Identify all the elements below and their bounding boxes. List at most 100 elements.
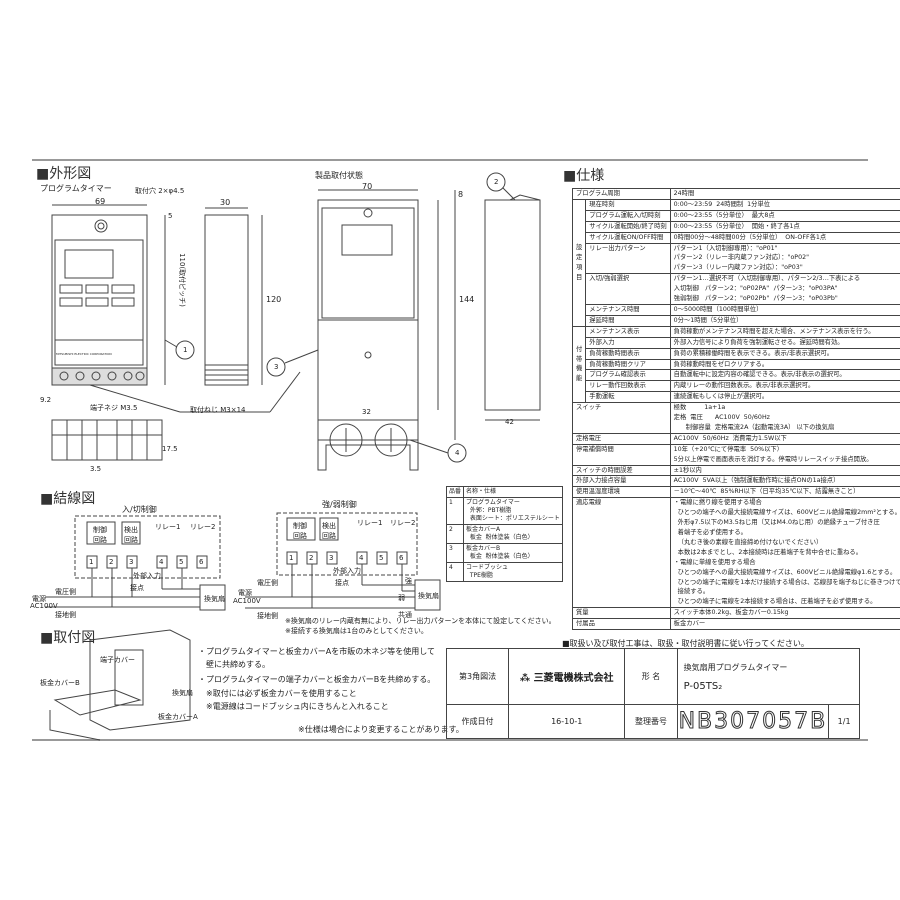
spec-value: 0:00～23:59 24時間制 1分単位: [669, 198, 900, 211]
control-circuit-label-2: 制御 回路: [293, 522, 307, 540]
spec-value: AC100V 50/60Hz 消費電力1.5W以下: [669, 432, 900, 445]
spec-label: プログラム確認表示: [585, 369, 671, 382]
mounting-heading: ■取付図: [40, 630, 96, 646]
installed-bottom-view: [317, 419, 419, 471]
spec-value: 10年（+20℃にて停電率 50%以下） 5分以上停電で画面表示を消灯する。停電…: [669, 443, 900, 466]
dim-pitch-110: 110(取付ピッチ): [177, 253, 186, 307]
hole-label: 取付穴 2×φ4.5: [135, 187, 185, 195]
part-no: 2: [445, 524, 465, 544]
dim-height-120: 120: [266, 295, 282, 304]
relay2-label-2: リレー2: [390, 519, 416, 527]
spec-value: 連続運転もしくは停止が選択可。: [669, 391, 900, 404]
mount-screw-label: 取付ねじ M3×14: [190, 406, 246, 414]
spec-row: 負荷稼動時間表示負荷の累積稼働時間を表示できる。表示/非表示選択可。: [573, 347, 900, 360]
ground-side-label-2: 接地側: [257, 612, 278, 620]
spec-row: 入切/強弱選択パターン1…選択不可（入切制御専用）、パターン2/3…下表による …: [573, 273, 900, 305]
detect-circuit-label: 検出 回路: [124, 526, 138, 544]
spec-value: 自動運転中に設定内容の確認できる。表示/非表示の選択可。: [669, 369, 900, 382]
ac-label-2: AC100V: [233, 597, 261, 605]
spec-row: 付属品板金カバー: [572, 618, 900, 631]
installed-view-title: 製品取付状態: [315, 171, 363, 180]
common-label: 共通: [398, 611, 412, 619]
spec-row: スイッチの時間誤差±1秒以内: [572, 464, 900, 477]
dim-depth-30: 30: [220, 198, 231, 207]
part-no: 3: [445, 543, 465, 563]
spec-group-setting: 設定項目: [571, 198, 587, 327]
dim-width-69: 69: [95, 197, 106, 206]
part-name: 板金カバーB 板金 粉体塗装（白色）: [463, 543, 563, 563]
date-value: 16-10-1: [508, 704, 626, 739]
spec-row: プログラム確認表示自動運転中に設定内容の確認できる。表示/非表示の選択可。: [573, 369, 900, 382]
relay1-label-2: リレー1: [357, 519, 383, 527]
terminal-5b: 5: [379, 554, 384, 562]
wiring-strong-weak: [245, 512, 441, 611]
spec-value: パターン1（入切制御専用）："oP01" パターン2（リレー非内蔵ファン対応）：…: [669, 242, 900, 275]
callout-circles: [89, 172, 516, 463]
spec-label: スイッチの時間誤差: [572, 464, 671, 477]
control-circuit-label: 制御 回路: [93, 526, 107, 544]
dim-3-5: 3.5: [90, 465, 102, 473]
callout-3: 3: [274, 363, 279, 371]
company-name: 三菱電機株式会社: [533, 673, 614, 684]
dim-width-70: 70: [362, 182, 373, 191]
wiring-onoff: [45, 515, 226, 611]
spec-label: 付属品: [572, 618, 671, 631]
relay1-label: リレー1: [155, 523, 181, 531]
spec-value: 0～5000時間（100時間単位）: [669, 303, 900, 316]
spec-label: サイクル運転ON/OFF時間: [585, 231, 671, 244]
change-note: ※仕様は場合により変更することがあります。: [298, 725, 464, 734]
weak-label: 弱: [398, 594, 405, 602]
spec-label: 負荷稼動時間表示: [585, 347, 671, 360]
spec-row: 外部入力外部入力信号により負荷を強制運転させる。遅延時間有効。: [573, 336, 900, 349]
spec-value: 内蔵リレーの動作回数表示。表示/非表示選択可。: [669, 380, 900, 393]
spec-label: 使用温湿度環境: [572, 486, 671, 499]
wiring-heading: ■結線図: [40, 491, 96, 507]
date-label: 作成日付: [445, 704, 510, 739]
timer-front-view: [51, 204, 166, 386]
dim-32: 32: [362, 408, 371, 416]
voltage-side-label: 電圧側: [55, 588, 76, 596]
power-label: 電源: [32, 595, 46, 603]
spec-label: 質量: [572, 607, 671, 620]
timer-side-view: [204, 207, 263, 386]
spec-label: 外部入力接点容量: [572, 475, 671, 488]
mounting-note-5: ※電源線はコードブッシュ内にきちんと入れること: [198, 702, 389, 711]
part-no: 1: [445, 497, 465, 525]
spec-value: 負荷稼動がメンテナンス時間を超えた場合、メンテナンス表示を行う。: [669, 325, 900, 338]
cover-b-label: 板金カバーB: [40, 679, 80, 687]
spec-value: 0分～1時間（5分単位）: [669, 314, 900, 327]
spec-label: プログラム周期: [572, 188, 671, 200]
title-block: 第3角図法 ⁂ 三菱電機株式会社 形 名 換気扇用プログラムタイマー P-05T…: [445, 648, 861, 739]
spec-label: 負荷稼動時間クリア: [585, 358, 671, 371]
dim-17-5: 17.5: [162, 445, 178, 453]
spec-value: 24時間: [669, 188, 900, 200]
terminal-screw-label: 端子ネジ M3.5: [90, 404, 138, 412]
spec-value: パターン1…選択不可（入切制御専用）、パターン2/3…下表による 入切制御 パタ…: [669, 273, 900, 305]
spec-value: －10℃～40℃ 85%RH以下（日平均35℃以下、結露無きこと）: [669, 486, 900, 499]
parts-header-name: 名称・仕様: [463, 486, 563, 498]
terminal-4b: 4: [359, 554, 364, 562]
mounting-note-2: 壁に共締めする。: [198, 660, 270, 669]
spec-label: 外部入力: [585, 336, 671, 349]
number-label: 整理番号: [624, 704, 678, 739]
ac-label: AC100V: [30, 602, 58, 610]
dim-5: 5: [168, 212, 173, 220]
parts-header-row: 品番名称・仕様: [445, 486, 563, 498]
spec-label: スイッチ: [572, 402, 671, 434]
spec-label: 停電補償時間: [572, 443, 671, 466]
outline-heading: ■外形図: [36, 166, 92, 182]
spec-row: リレー動作回数表示内蔵リレーの動作回数表示。表示/非表示選択可。: [573, 380, 900, 393]
part-name: プログラムタイマー 外郭：PBT樹脂 表面シート：ポリエステルシート: [463, 497, 563, 525]
product-cell: 換気扇用プログラムタイマー P-05TS₂: [676, 648, 861, 705]
part-name: コードブッシュ TPE樹脂: [463, 562, 563, 582]
terminal-1b: 1: [289, 554, 294, 562]
mounting-sketch: [49, 629, 191, 741]
